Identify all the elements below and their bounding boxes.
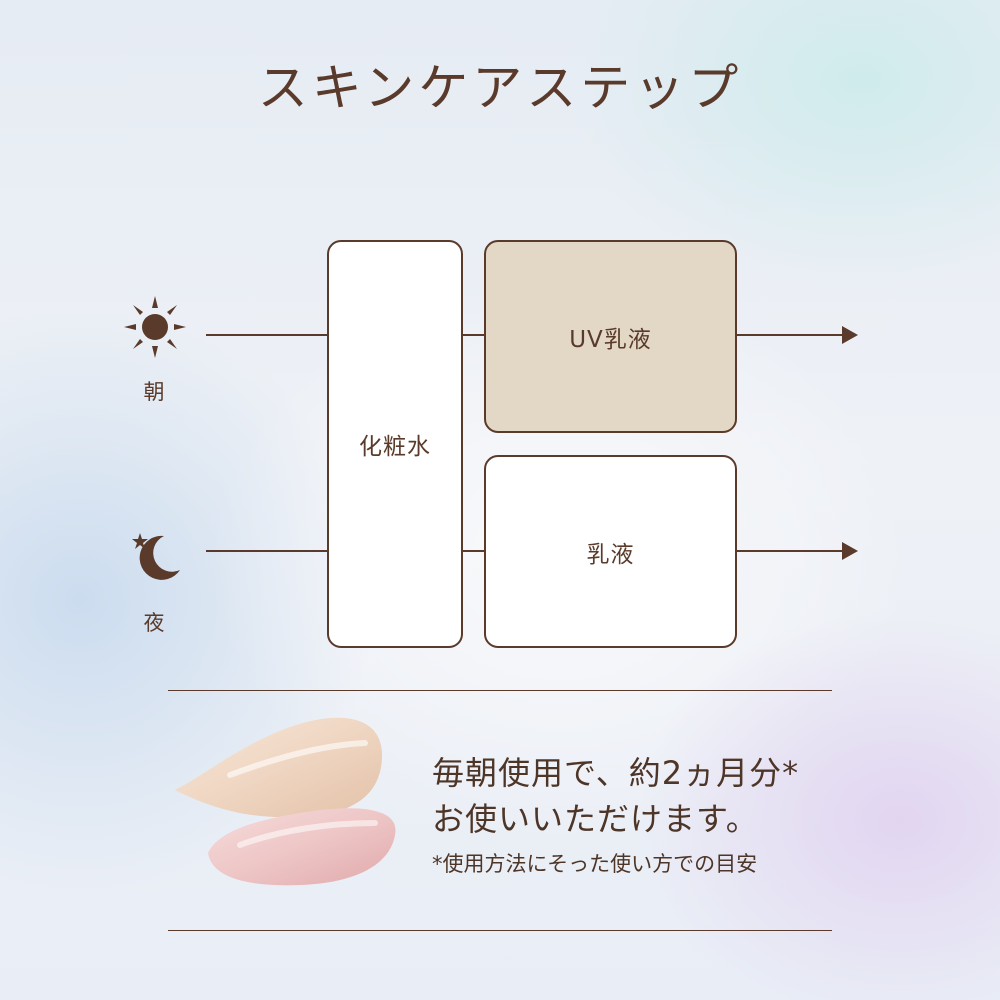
cream-swatch-image — [160, 705, 410, 909]
night-label: 夜 — [143, 611, 165, 635]
morning-label: 朝 — [143, 380, 165, 404]
sun-icon — [124, 296, 186, 362]
beige-swatch — [175, 717, 382, 818]
usage-note-line1: 毎朝使用で、約2ヵ月分* — [432, 754, 800, 792]
night-arrowhead — [842, 542, 858, 560]
usage-footnote: *使用方法にそった使い方での目安 — [432, 852, 758, 876]
bottom-divider — [168, 930, 832, 931]
emulsion-box: 乳液 — [484, 455, 737, 648]
toner-box: 化粧水 — [327, 240, 463, 648]
usage-note-line2: お使いいただけます。 — [432, 800, 759, 838]
toner-label: 化粧水 — [359, 434, 431, 460]
moon-star-icon — [128, 530, 184, 588]
top-divider — [168, 690, 832, 691]
morning-arrowhead — [842, 326, 858, 344]
page-title: スキンケアステップ — [257, 59, 743, 117]
uv-emulsion-label: UV乳液 — [569, 326, 652, 353]
uv-emulsion-box: UV乳液 — [484, 240, 737, 433]
pink-swatch — [208, 808, 396, 886]
emulsion-label: 乳液 — [586, 541, 635, 568]
